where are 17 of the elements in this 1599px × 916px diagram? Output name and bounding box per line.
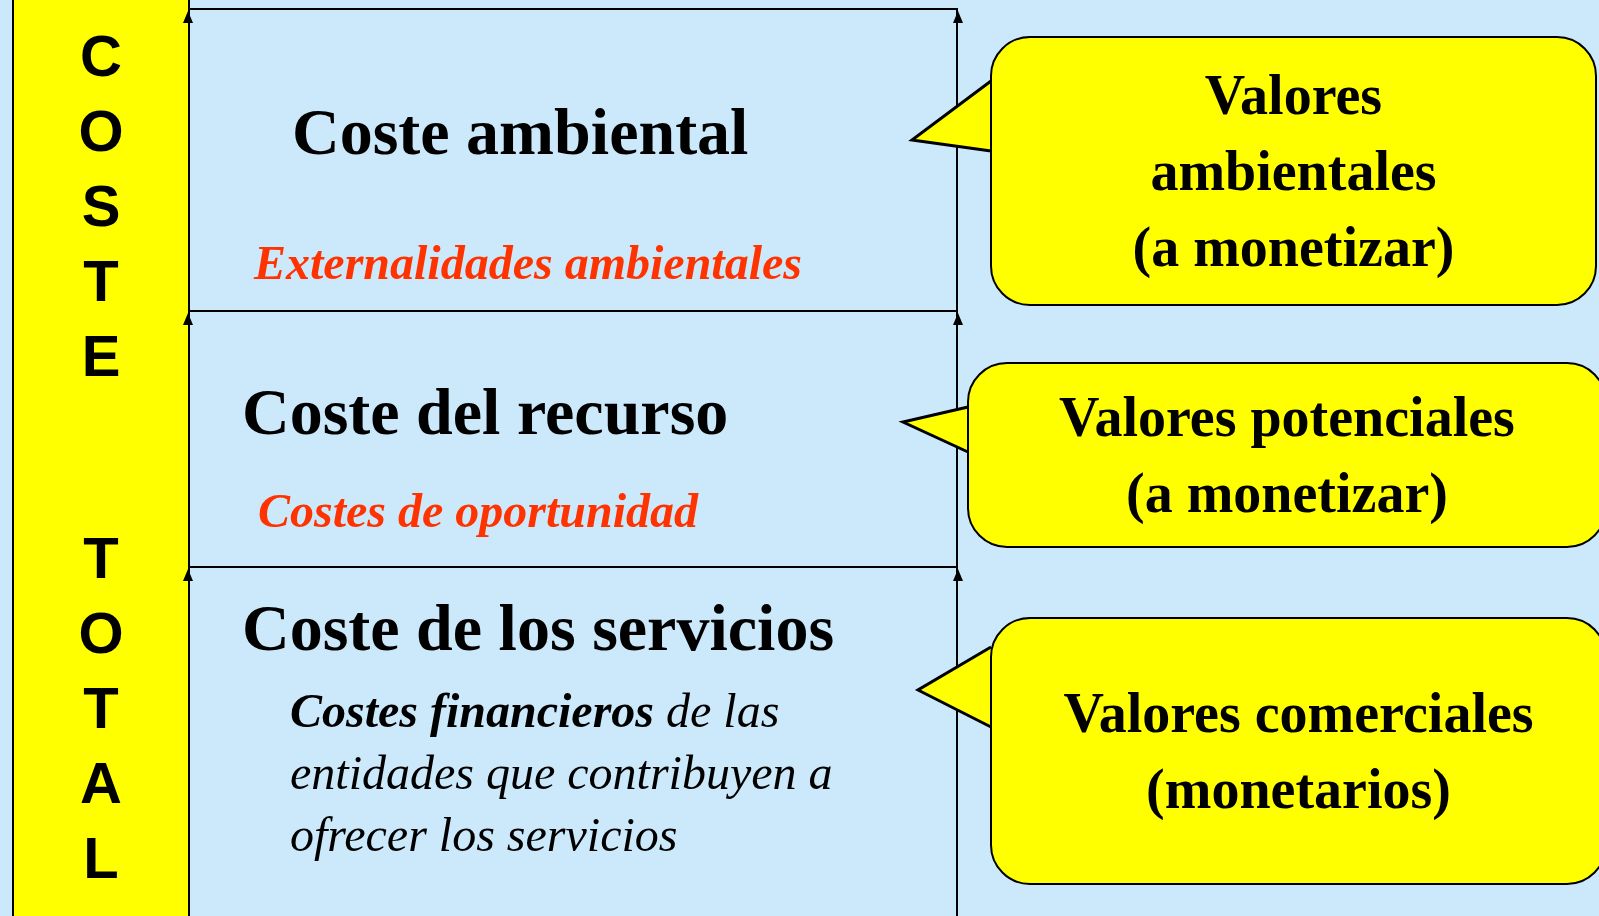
layer-description: Externalidades ambientales bbox=[254, 235, 803, 291]
callout-bubble bbox=[967, 362, 1599, 548]
callout-pointer bbox=[898, 405, 970, 454]
callout-bubble bbox=[990, 36, 1597, 306]
callout-pointer bbox=[908, 79, 993, 153]
vertical-band bbox=[12, 0, 190, 916]
layer-title: Coste ambiental bbox=[292, 94, 749, 170]
callout-bubble bbox=[990, 617, 1599, 885]
layer-title: Coste de los servicios bbox=[242, 590, 835, 666]
layer-description: Costes de oportunidad bbox=[258, 483, 700, 539]
layer-title: Coste del recurso bbox=[242, 374, 729, 450]
callout-text: Valores comerciales (monetarios) bbox=[1062, 681, 1535, 822]
vertical-label: COSTE TOTAL bbox=[77, 22, 125, 892]
callout-pointer bbox=[914, 645, 993, 729]
layer-description: Costes financieros de las entidades que contribuyen a ofrecer los servicios bbox=[290, 683, 834, 863]
callout-text: Valores ambientales (a monetizar) bbox=[1131, 63, 1456, 280]
callout-text: Valores potenciales (a monetizar) bbox=[1058, 385, 1516, 526]
